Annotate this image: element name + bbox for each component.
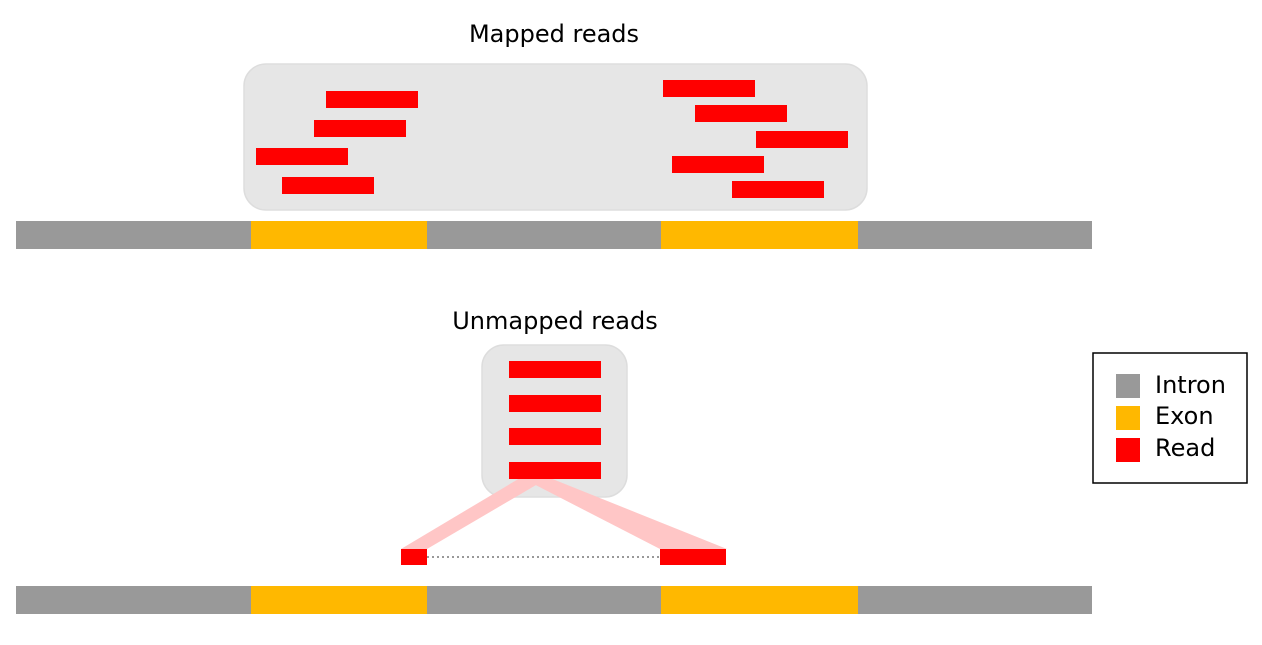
mapped-read (282, 177, 374, 194)
legend: Intron Exon Read (1092, 352, 1248, 484)
gene-track-bottom (16, 586, 1092, 614)
intron-segment (16, 586, 252, 614)
mapped-reads-title: Mapped reads (469, 20, 639, 48)
mapped-read (326, 91, 418, 108)
unmapped-reads-box (481, 344, 628, 498)
mapped-read (756, 131, 848, 148)
legend-label-intron: Intron (1155, 371, 1226, 399)
legend-swatch-exon (1116, 406, 1140, 430)
intron-segment (858, 586, 1092, 614)
mapped-read (663, 80, 755, 97)
mapped-read (672, 156, 764, 173)
legend-swatch-read (1116, 438, 1140, 462)
legend-swatch-intron (1116, 374, 1140, 398)
unmapped-read (509, 361, 601, 378)
mapped-read (256, 148, 348, 165)
legend-label-exon: Exon (1155, 402, 1214, 430)
intron-segment (16, 221, 252, 249)
unmapped-read (509, 462, 601, 479)
exon-segment (251, 586, 428, 614)
gene-track-top (16, 221, 1092, 249)
intron-segment (858, 221, 1092, 249)
split-read-projection-right (522, 478, 727, 549)
intron-segment (427, 221, 662, 249)
mapped-read (695, 105, 787, 122)
split-read-projection-left (401, 478, 548, 549)
unmapped-read (509, 395, 601, 412)
intron-segment (427, 586, 662, 614)
exon-segment (251, 221, 428, 249)
split-read-piece-right (660, 549, 726, 565)
unmapped-reads-title: Unmapped reads (452, 307, 658, 335)
exon-segment (661, 586, 859, 614)
mapped-read (314, 120, 406, 137)
unmapped-read (509, 428, 601, 445)
split-read-piece-left (401, 549, 427, 565)
mapped-read (732, 181, 824, 198)
exon-segment (661, 221, 859, 249)
legend-label-read: Read (1155, 434, 1215, 462)
